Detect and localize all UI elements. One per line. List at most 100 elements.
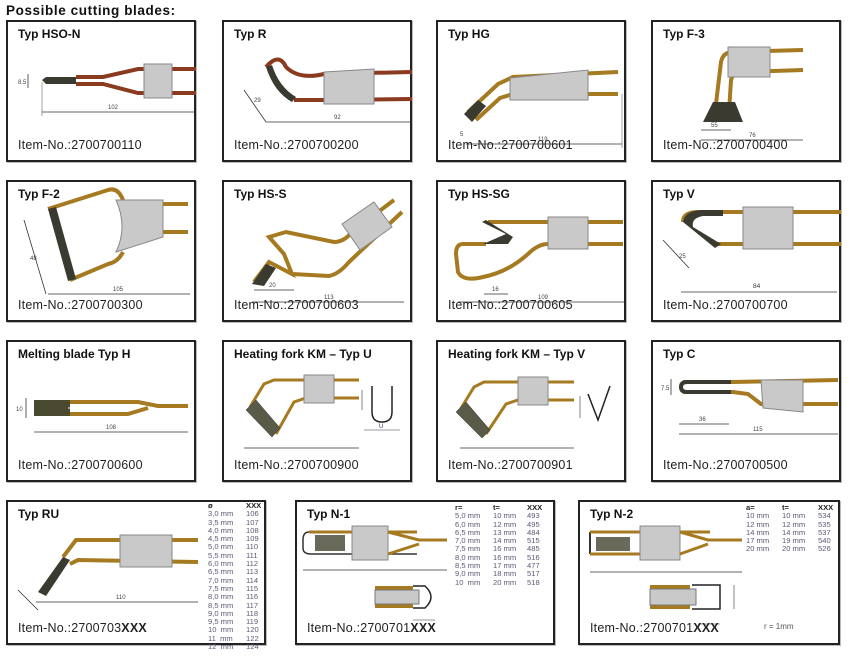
- table-cell: 485: [527, 544, 540, 554]
- blade-card-f2: Typ F-2 105 48 Item-No.:2700700300: [6, 180, 196, 322]
- blade-card-f3: Typ F-3 55 76 Item-No.:2700700400: [651, 20, 841, 162]
- blade-title: Typ F-3: [663, 27, 705, 41]
- table-cell: 16 mm: [493, 552, 517, 562]
- dim-label: 29: [254, 98, 261, 104]
- table-cell: 19 mm: [782, 536, 806, 546]
- radius-note: r = 1mm: [764, 622, 794, 631]
- table-cell: 111: [246, 550, 258, 560]
- blade-title: Typ C: [663, 347, 696, 361]
- dim-label: 110: [116, 595, 126, 601]
- item-number: Item-No.:2700700400: [663, 138, 788, 152]
- table-cell: 526: [818, 544, 831, 554]
- blade-card-hs-s: Typ HS-S 20 113 Item-No.:2700700603: [222, 180, 412, 322]
- table-row: 11 mm 122: [208, 633, 264, 643]
- blade-drawing-n2: [589, 525, 742, 625]
- blade-drawing-heating-fork-u: U: [244, 374, 400, 449]
- page-heading: Possible cutting blades:: [6, 3, 176, 18]
- table-cell: 122: [246, 633, 259, 643]
- dim-label: 25: [679, 254, 686, 260]
- item-number: Item-No.:2700700900: [234, 458, 359, 472]
- table-cell: 5,0 mm: [455, 511, 481, 521]
- table-cell: 4,5 mm: [208, 534, 234, 544]
- dim-label: 113: [324, 295, 334, 301]
- table-cell: 495: [527, 519, 540, 529]
- table-cell: 7,5 mm: [455, 544, 481, 554]
- blade-drawing-ru: 110: [17, 534, 199, 611]
- table-cell: 5,0 mm: [208, 542, 234, 552]
- table-cell: 7,0 mm: [455, 536, 481, 546]
- dim-label: 36: [699, 417, 706, 423]
- blade-drawing-v: 84 25: [662, 206, 841, 293]
- dim-label: 119: [538, 137, 548, 143]
- table-cell: 10 mm: [493, 511, 517, 521]
- table-cell: 16 mm: [493, 544, 517, 554]
- table-cell: 18 mm: [493, 569, 517, 579]
- table-cell: 118: [246, 608, 259, 618]
- blade-drawing-n1: [302, 525, 447, 621]
- table-cell: 119: [246, 617, 259, 627]
- dim-label: 48: [30, 256, 37, 262]
- table-cell: 517: [527, 569, 540, 579]
- table-cell: 515: [527, 536, 540, 546]
- table-cell: 112: [246, 559, 259, 569]
- table-cell: 540: [818, 536, 831, 546]
- dim-label: 7.5: [661, 386, 670, 392]
- table-cell: 5,5 mm: [208, 550, 234, 560]
- table-cell: 3,5 mm: [208, 517, 234, 527]
- table-cell: 518: [527, 577, 540, 587]
- blade-card-heating-fork-v: Heating fork KM – Typ V Item-No.:2700700…: [436, 340, 626, 482]
- table-cell: 6,5 mm: [455, 527, 481, 537]
- blade-drawing-hs-s: 20 113: [252, 198, 404, 303]
- table-cell: 113: [246, 567, 259, 577]
- table-row: 5,5 mm 111: [208, 550, 264, 560]
- table-cell: 117: [246, 600, 259, 610]
- table-cell: 6,0 mm: [455, 519, 481, 529]
- blade-drawing-hg: 119 5: [460, 69, 623, 148]
- blade-drawing-c: 36 115 7.5: [661, 378, 839, 435]
- table-row: 9,5 mm 119: [208, 617, 264, 627]
- table-cell: 484: [527, 527, 540, 537]
- blade-drawing-heating-fork-v: [455, 376, 611, 449]
- table-cell: 537: [818, 527, 831, 537]
- table-row: 7,0 mm 14 mm 515: [455, 536, 551, 546]
- table-cell: 14 mm: [493, 536, 517, 546]
- table-cell: 534: [818, 511, 831, 521]
- table-cell: 17 mm: [493, 561, 517, 571]
- table-cell: 8,5 mm: [208, 600, 234, 610]
- table-cell: 10 mm: [782, 511, 806, 521]
- table-cell: 14 mm: [746, 527, 770, 537]
- blade-title: Typ HS-S: [234, 187, 287, 201]
- table-cell: 11 mm: [208, 633, 233, 643]
- dim-label: 115: [753, 427, 763, 433]
- blade-title: Typ N-1: [307, 507, 351, 521]
- item-number: Item-No.:2700701XXX: [590, 621, 719, 635]
- item-number: Item-No.:2700700200: [234, 138, 359, 152]
- table-row: 8,0 mm 116: [208, 592, 264, 602]
- dim-label: U: [379, 424, 383, 430]
- dim-label: 55: [711, 123, 718, 129]
- table-cell: 116: [246, 592, 259, 602]
- table-cell: 9,5 mm: [208, 617, 234, 627]
- table-cell: 8,0 mm: [208, 592, 234, 602]
- table-cell: 493: [527, 511, 540, 521]
- table-cell: 120: [246, 625, 259, 635]
- table-cell: 124: [246, 642, 259, 652]
- item-number: Item-No.:2700700110: [18, 138, 142, 152]
- item-number: Item-No.:2700703XXX: [18, 621, 147, 635]
